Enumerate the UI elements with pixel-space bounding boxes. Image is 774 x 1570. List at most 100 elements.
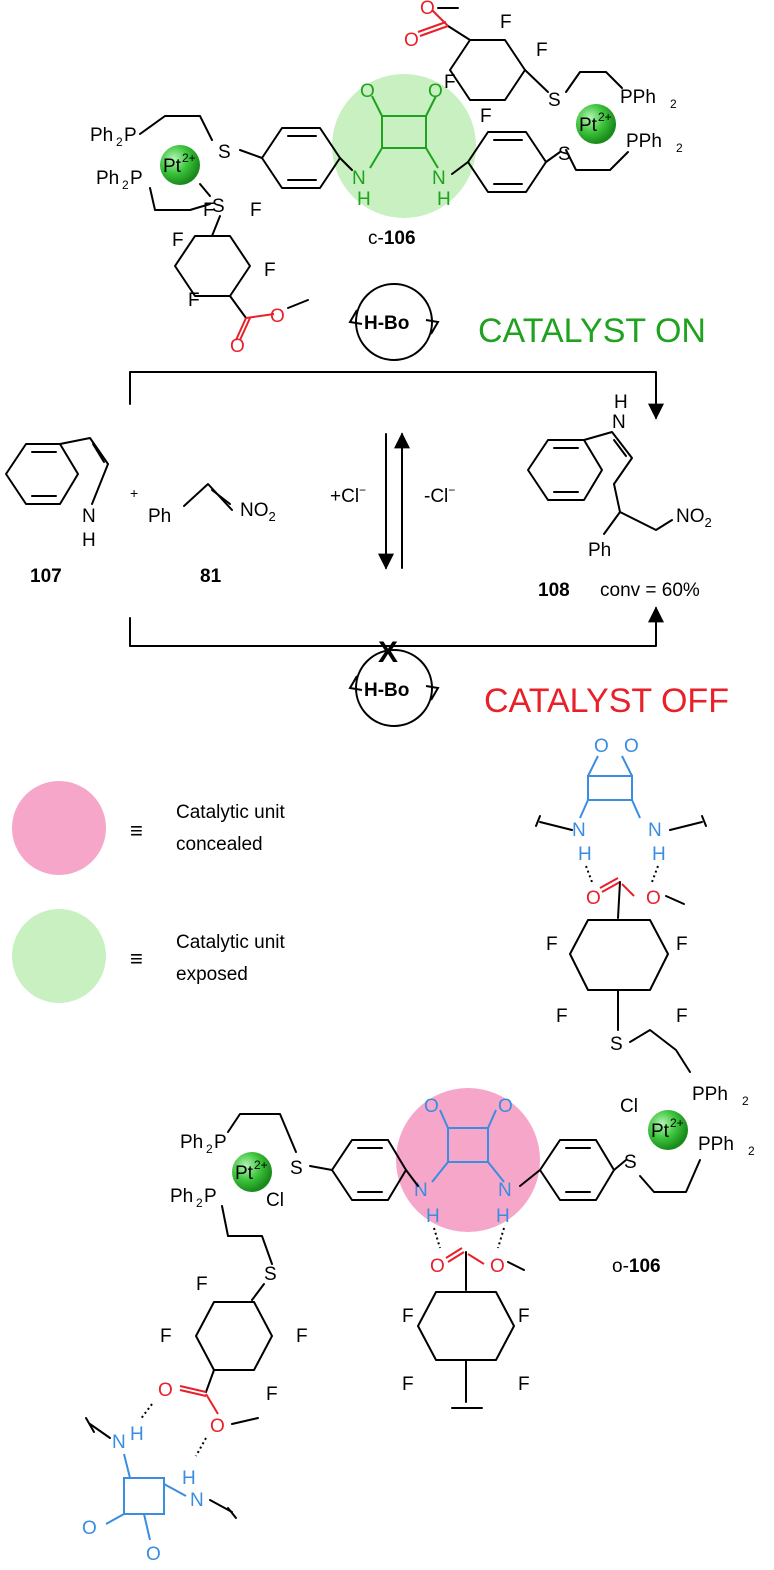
f-atom: F: [500, 12, 512, 33]
conversion-label: conv = 60%: [600, 580, 700, 601]
f-atom: F: [250, 200, 262, 221]
p-atom: P: [130, 168, 143, 189]
ph2p-sub: 2: [116, 135, 123, 149]
n-atom: N: [190, 1490, 204, 1511]
f-atom: F: [546, 934, 558, 955]
o-atom: O: [404, 30, 419, 51]
cl-atom: Cl: [620, 1096, 638, 1117]
o106-label: o-106: [612, 1256, 661, 1277]
pt-charge: 2+: [598, 110, 612, 124]
open-complex-o106: O O N N H H O O F F F F S S Pt 2+: [170, 1084, 755, 1409]
f-atom: F: [518, 1374, 530, 1395]
closed-complex-c106: O O N H N H S S Pt 2+ Ph 2 P Ph 2 P S: [90, 0, 683, 357]
h-bond-cycle-label: H-Bo: [364, 313, 409, 334]
s-atom: S: [610, 1034, 623, 1055]
h-atom: H: [437, 189, 451, 210]
ph2p-sub: 2: [196, 1196, 203, 1210]
o-atom: O: [420, 0, 435, 19]
o-atom: O: [624, 736, 639, 757]
pph2-label: PPh: [626, 131, 662, 152]
f-atom: F: [266, 1384, 278, 1405]
f-atom: F: [536, 40, 548, 61]
catalyst-on-path: H-Bo CATALYST ON: [129, 283, 706, 420]
o-atom: O: [586, 888, 601, 909]
h-atom: H: [614, 392, 628, 413]
h-atom: H: [578, 844, 592, 865]
o-atom: O: [498, 1096, 513, 1117]
compound-81-label: 81: [200, 566, 222, 587]
pph2-label: PPh: [620, 87, 656, 108]
h-bond-cycle-label: H-Bo: [364, 680, 409, 701]
o-atom: O: [430, 1256, 445, 1277]
legend: ≡ Catalytic unit concealed ≡ Catalytic u…: [12, 781, 285, 1003]
legend-exposed-line1: Catalytic unit: [176, 932, 285, 953]
product-108: N H Ph NO2 108 conv = 60%: [527, 392, 712, 601]
compound-107-label: 107: [30, 566, 62, 587]
o-atom: O: [428, 81, 443, 102]
h-atom: H: [182, 1468, 196, 1489]
catalyst-off-title: CATALYST OFF: [484, 682, 729, 720]
s-atom: S: [264, 1264, 277, 1285]
intermolecular-hbond-lower: N H H N O O: [82, 1417, 237, 1565]
f-atom: F: [203, 200, 215, 221]
f-atom: F: [172, 230, 184, 251]
c106-label: c-106: [368, 228, 416, 249]
p-atom: P: [204, 1186, 217, 1207]
o-atom: O: [424, 1096, 439, 1117]
o-atom: O: [210, 1416, 225, 1437]
legend-concealed-line2: concealed: [176, 834, 263, 855]
o-atom: O: [360, 81, 375, 102]
add-chloride-label: +Cl−: [330, 483, 366, 507]
s-atom: S: [548, 90, 561, 111]
ph2p-label: Ph: [180, 1132, 203, 1153]
o-atom: O: [82, 1518, 97, 1539]
legend-exposed-line2: exposed: [176, 964, 248, 985]
squaramide-closed: O O N H N H: [352, 81, 451, 210]
pt-atom: Pt: [235, 1163, 254, 1184]
f-atom: F: [160, 1326, 172, 1347]
pph2-label: PPh: [698, 1134, 734, 1155]
chloride-equilibrium: +Cl− -Cl−: [330, 432, 455, 570]
legend-concealed-swatch: [12, 781, 106, 875]
o-atom: O: [230, 336, 245, 357]
pt-charge: 2+: [670, 1116, 684, 1130]
no2-label: NO2: [676, 506, 712, 530]
s-atom: S: [558, 144, 571, 165]
n-atom: N: [612, 412, 626, 433]
pt-charge: 2+: [254, 1158, 268, 1172]
pt-sphere: [648, 1110, 688, 1150]
n-atom: N: [432, 168, 446, 189]
pt-sphere: [576, 104, 616, 144]
f-atom: F: [188, 290, 200, 311]
o-atom: O: [146, 1544, 161, 1565]
f-atom: F: [556, 1006, 568, 1027]
f-atom: F: [264, 260, 276, 281]
h-atom: H: [357, 189, 371, 210]
s-atom: S: [212, 196, 225, 217]
intermolecular-hbond-upper: O O N N H H O O F F F F S: [535, 736, 707, 1073]
pph2-sub: 2: [748, 1144, 755, 1158]
compound-108-label: 108: [538, 580, 570, 601]
f-atom: F: [518, 1306, 530, 1327]
p-atom: P: [124, 125, 137, 146]
n-atom: N: [648, 820, 662, 841]
f-atom: F: [676, 1006, 688, 1027]
exposed-highlight: [332, 74, 476, 218]
ph2p-label: Ph: [96, 168, 119, 189]
n-atom: N: [498, 1180, 512, 1201]
f-atom: F: [676, 934, 688, 955]
o-atom: O: [490, 1256, 505, 1277]
plus-sign: +: [130, 485, 138, 501]
o-atom: O: [158, 1380, 173, 1401]
f-atom: F: [196, 1274, 208, 1295]
lower-left-aryl-ester: F F F F O O: [139, 1274, 308, 1457]
pph2-label: PPh: [692, 1084, 728, 1105]
s-atom: S: [624, 1152, 637, 1173]
pt-sphere: [232, 1152, 272, 1192]
no2-label: NO2: [240, 500, 276, 524]
cl-atom: Cl: [266, 1190, 284, 1211]
f-atom: F: [296, 1326, 308, 1347]
ph2p-sub: 2: [122, 178, 129, 192]
concealed-highlight: [396, 1088, 540, 1232]
